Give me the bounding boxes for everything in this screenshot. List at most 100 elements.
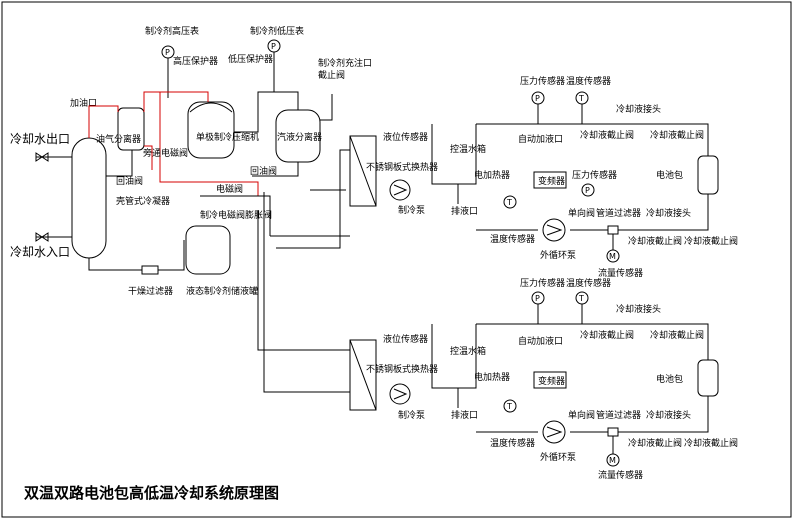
low-pressure-gauge-label: 制冷剂低压表 (250, 25, 304, 37)
circ-pump-2 (542, 420, 566, 444)
coolant-joint-bottom-2-label: 冷却液接头 (646, 409, 691, 421)
oil-return-valve-2-label: 回油阀 (250, 165, 277, 177)
battery-pack-1 (697, 155, 719, 195)
pressure-sensor-mid-1: P (581, 183, 595, 197)
battery-pack-1-label: 电池包 (656, 169, 683, 181)
oil-return-valve-1-label: 回油阀 (116, 175, 143, 187)
pressure-sensor-mid-1-label: 压力传感器 (572, 169, 617, 181)
svg-text:T: T (506, 402, 512, 411)
oil-separator-label: 油气分离器 (96, 133, 141, 145)
temp-sensor-top-2: T (575, 291, 589, 324)
plate-heat-exchanger-2 (349, 339, 377, 411)
loop-1: 不锈钢板式换热器 制冷泵 液位传感器 控温水箱 电加热器 排液口 电池包 P (349, 75, 738, 279)
frequency-converter-1-label: 变频器 (538, 175, 565, 187)
temp-tank-2-label: 控温水箱 (450, 345, 486, 357)
plate-hx-1-label: 不锈钢板式换热器 (366, 161, 438, 173)
temp-sensor-top-1-label: 温度传感器 (566, 75, 611, 87)
dry-filter-label: 干燥过滤器 (128, 285, 173, 297)
level-sensor-1-label: 液位传感器 (383, 131, 428, 143)
shutoff-bottom-right-1-label: 冷却液截止阀 (684, 235, 738, 247)
flow-sensor-2-label: 流量传感器 (598, 469, 643, 481)
temp-tank-1 (431, 124, 477, 185)
level-sensor-2-label: 液位传感器 (383, 333, 428, 345)
high-pressure-protector-label: 高压保护器 (173, 55, 218, 67)
svg-text:P: P (271, 42, 276, 51)
frequency-converter-2-label: 变频器 (538, 375, 565, 387)
refrigerant-pump-1 (389, 179, 411, 201)
diagram-title: 双温双路电池包高低温冷却系统原理图 (24, 484, 279, 502)
svg-text:T: T (506, 198, 512, 207)
loop-2: 不锈钢板式换热器 制冷泵 液位传感器 控温水箱 电加热器 排液口 电池包 P T (349, 277, 738, 481)
svg-text:P: P (585, 186, 590, 195)
shell-tube-condenser (71, 137, 107, 259)
compressor-label: 单极制冷压缩机 (196, 131, 259, 143)
check-valve-2-label: 单向阀 (568, 409, 595, 421)
temp-sensor-left-1: T (503, 195, 517, 209)
cooling-water-in-label: 冷却水入口 (10, 245, 70, 259)
check-valve-label: 截止阀 (318, 69, 345, 81)
shutoff-top-right-1-label: 冷却液截止阀 (650, 129, 704, 141)
circ-pump-1-label: 外循环泵 (540, 249, 576, 261)
cooling-water-out-label: 冷却水出口 (10, 132, 70, 146)
flow-sensor-1: M (606, 234, 620, 263)
svg-text:M: M (609, 456, 616, 465)
oil-fill-port-label: 加油口 (70, 97, 97, 109)
compressor (187, 101, 235, 159)
circ-pump-2-label: 外循环泵 (540, 451, 576, 463)
svg-text:T: T (578, 94, 584, 103)
pipe-filter-1 (607, 225, 619, 235)
receiver-label: 液态制冷剂储液罐 (186, 285, 258, 297)
temp-sensor-top-2-label: 温度传感器 (566, 277, 611, 289)
drain-port-2-label: 排液口 (451, 409, 478, 421)
refrigerant-lines (88, 91, 350, 393)
cooling-water-out-port (35, 152, 72, 162)
auto-fill-2-label: 自动加液口 (518, 335, 563, 347)
pressure-sensor-top-2: P (531, 291, 545, 324)
plate-hx-2-label: 不锈钢板式换热器 (366, 363, 438, 375)
temp-tank-1-label: 控温水箱 (450, 143, 486, 155)
hot-refrigerant-lines (88, 91, 259, 196)
shutoff-bottom-left-1-label: 冷却液截止阀 (628, 235, 682, 247)
refrigerant-pump-2 (389, 383, 411, 405)
coolant-joint-bottom-1-label: 冷却液接头 (646, 207, 691, 219)
charge-port-label: 制冷剂充注口 (318, 57, 372, 69)
frequency-converter-1 (533, 171, 567, 189)
shutoff-top-left-2-label: 冷却液截止阀 (580, 329, 634, 341)
svg-text:P: P (165, 48, 170, 57)
svg-text:P: P (535, 294, 540, 303)
refrigerant-pump-2-label: 制冷泵 (398, 409, 425, 421)
bypass-solenoid-label: 旁通电磁阀 (143, 147, 188, 159)
pipe-filter-2-label: 管道过滤器 (596, 409, 641, 421)
temp-sensor-top-1: T (575, 91, 589, 124)
condenser-label: 壳管式冷凝器 (116, 195, 170, 207)
temp-tank-2 (431, 324, 477, 389)
gas-liquid-separator-label: 汽液分离器 (277, 131, 322, 143)
plate-heat-exchanger-1 (349, 135, 377, 207)
refrigerant-pump-1-label: 制冷泵 (398, 204, 425, 216)
receiver-tank (185, 225, 231, 275)
high-pressure-gauge: P (161, 45, 175, 98)
flow-sensor-2: M (606, 436, 620, 467)
temp-sensor-left-2-label: 温度传感器 (490, 437, 535, 449)
shutoff-top-right-2-label: 冷却液截止阀 (650, 329, 704, 341)
svg-text:T: T (578, 294, 584, 303)
low-pressure-protector-label: 低压保护器 (228, 53, 273, 65)
flow-sensor-1-label: 流量传感器 (598, 267, 643, 279)
low-pressure-gauge: P (267, 39, 281, 92)
pressure-sensor-top-1: P (531, 91, 545, 124)
shutoff-bottom-right-2-label: 冷却液截止阀 (684, 437, 738, 449)
frequency-converter-2 (533, 371, 567, 389)
pipe-filter-2 (607, 427, 619, 437)
pressure-sensor-top-1-label: 压力传感器 (520, 75, 565, 87)
expansion-valve-label: 制冷电磁阀膨胀阀 (200, 209, 272, 221)
check-valve-1-label: 单向阀 (568, 207, 595, 219)
high-pressure-gauge-label: 制冷剂高压表 (145, 25, 199, 37)
svg-text:M: M (609, 252, 616, 261)
shutoff-top-left-1-label: 冷却液截止阀 (580, 129, 634, 141)
electric-heater-1-label: 电加热器 (474, 169, 510, 181)
pipe-filter-1-label: 管道过滤器 (596, 207, 641, 219)
oil-separator (117, 107, 145, 151)
